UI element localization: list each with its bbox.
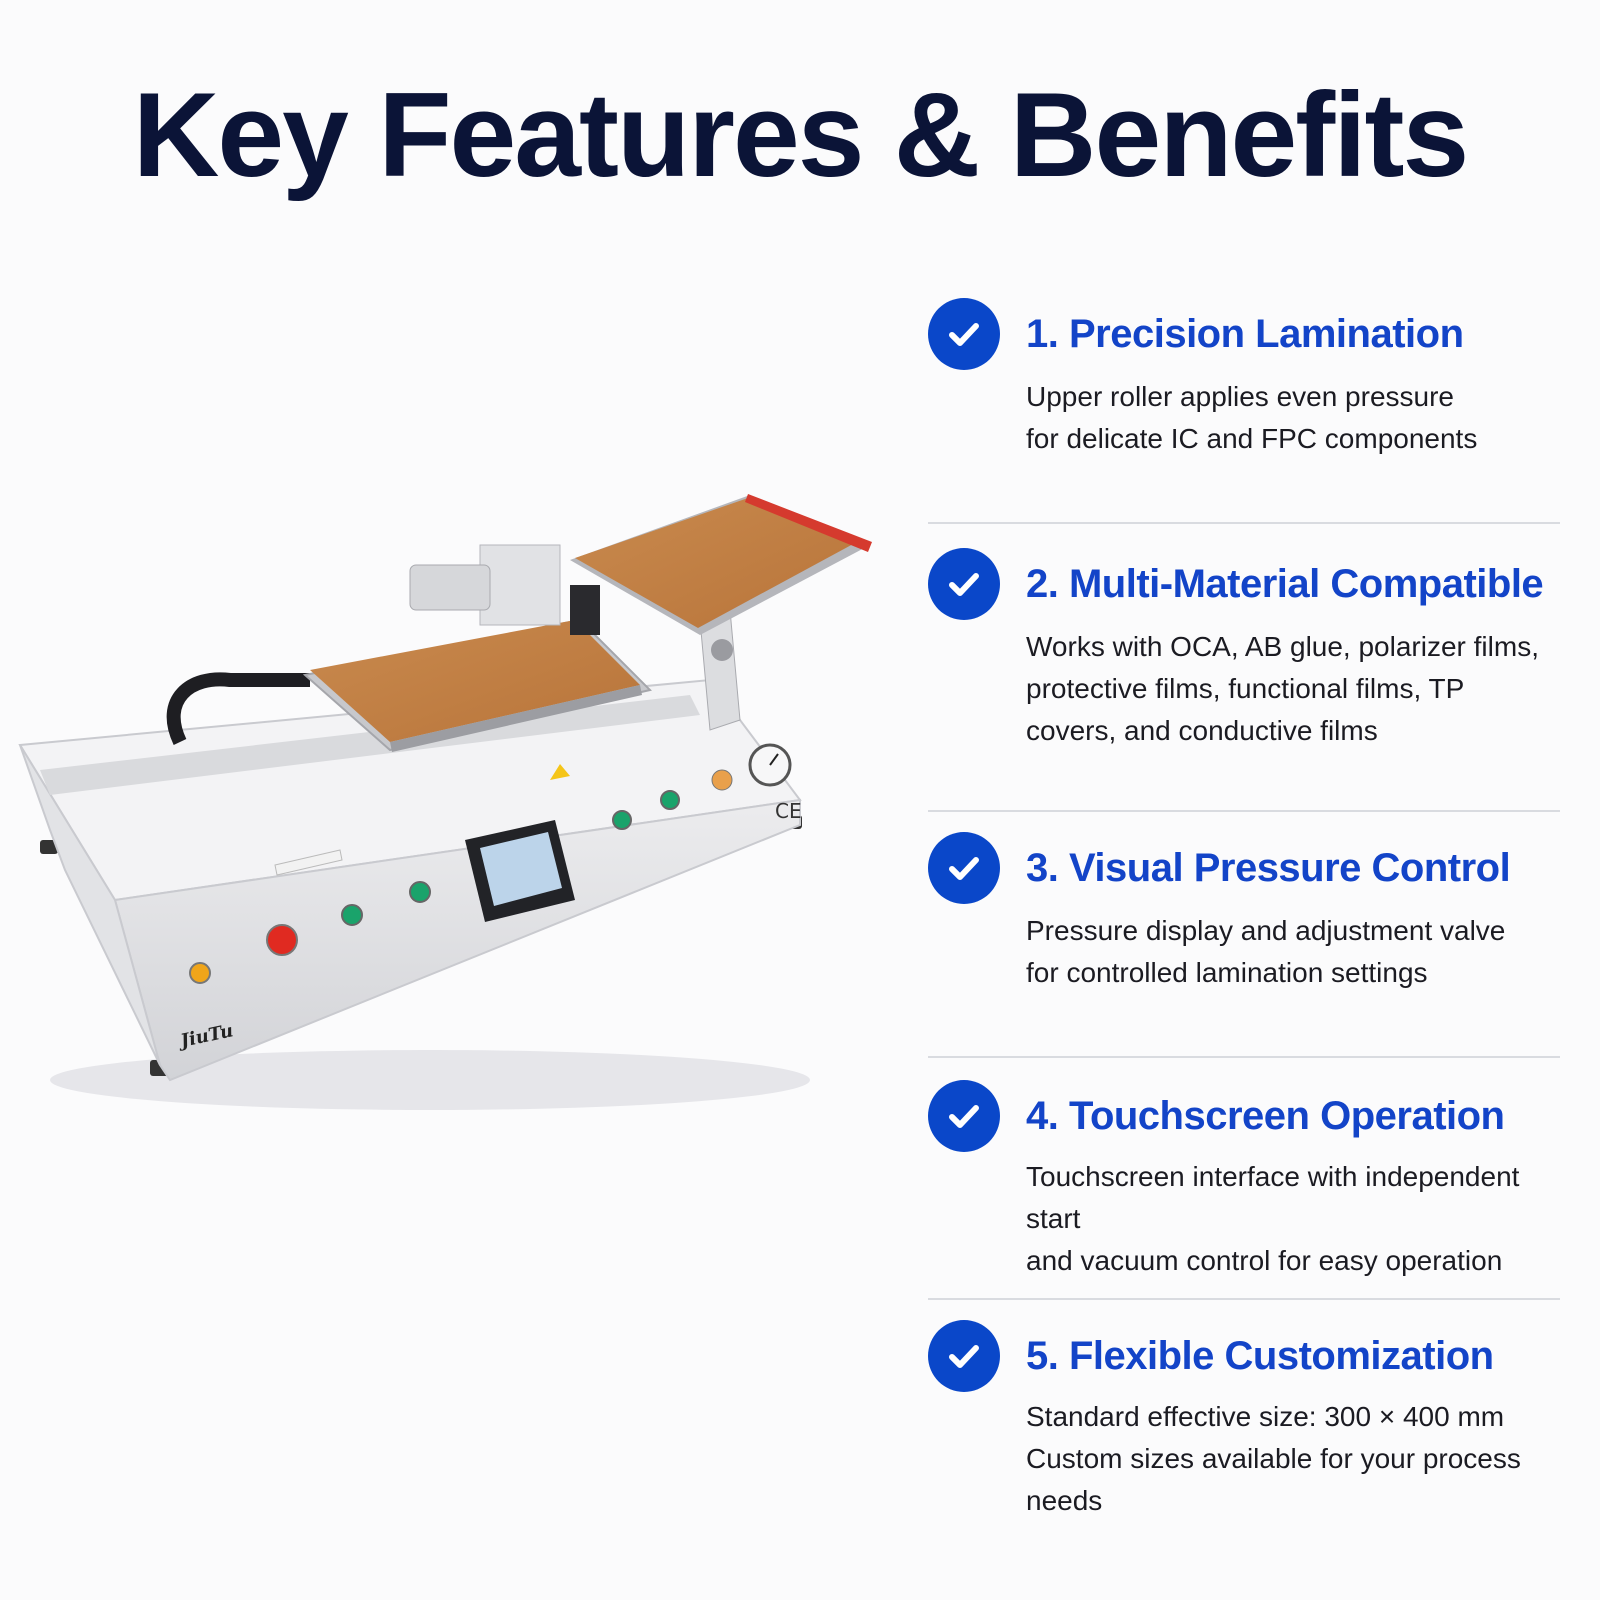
feature-title: 4. Touchscreen Operation	[1026, 1094, 1505, 1138]
check-circle-icon	[928, 1080, 1000, 1152]
check-circle-icon	[928, 548, 1000, 620]
feature-description: Upper roller applies even pressure for d…	[1026, 381, 1478, 454]
check-circle-icon	[928, 1320, 1000, 1392]
check-circle-icon	[928, 832, 1000, 904]
feature-description: Pressure display and adjustment valve fo…	[1026, 915, 1506, 988]
ce-mark-text: CE	[775, 799, 802, 823]
divider	[928, 1298, 1560, 1300]
divider	[928, 522, 1560, 524]
check-circle-icon	[928, 298, 1000, 370]
feature-description: Works with OCA, AB glue, polarizer films…	[1026, 631, 1539, 746]
feature-description: Touchscreen interface with independent s…	[1026, 1161, 1520, 1276]
feature-title: 5. Flexible Customization	[1026, 1334, 1494, 1378]
feature-title: 2. Multi-Material Compatible	[1026, 562, 1544, 606]
laminating-machine-image: CE JiuTu	[18, 494, 872, 1110]
divider	[928, 1056, 1560, 1058]
feature-title: 1. Precision Lamination	[1026, 312, 1464, 356]
page-title: Key Features & Benefits	[132, 68, 1469, 202]
divider	[928, 810, 1560, 812]
feature-description: Standard effective size: 300 × 400 mm Cu…	[1026, 1401, 1521, 1516]
feature-title: 3. Visual Pressure Control	[1026, 846, 1511, 890]
